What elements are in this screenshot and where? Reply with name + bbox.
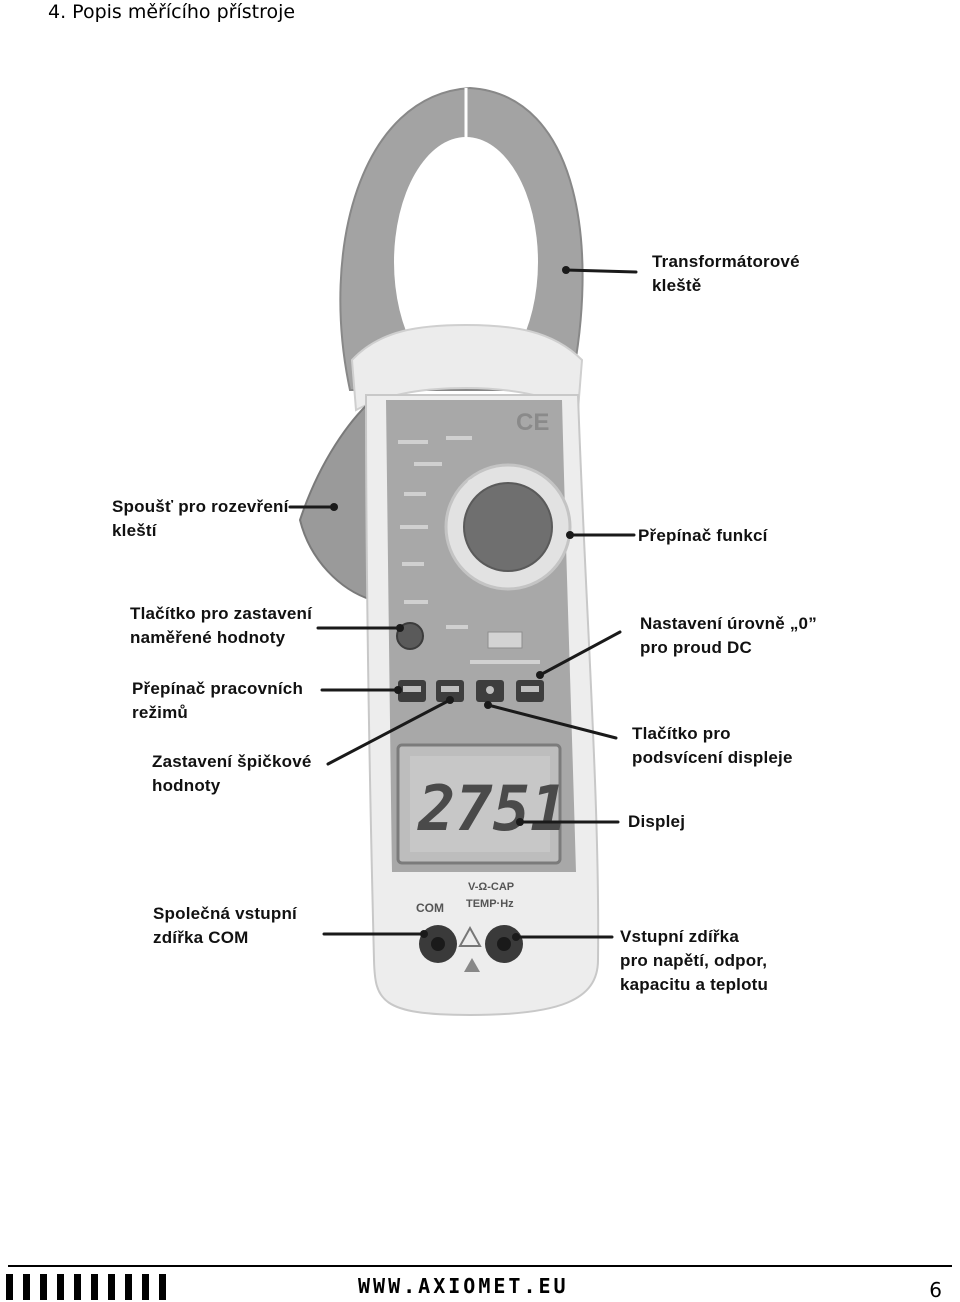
label-mode: Přepínač pracovních režimů [132,679,304,722]
label-input-jack: Vstupní zdířka pro napětí, odpor, kapaci… [620,927,769,994]
label-function-switch: Přepínač funkcí [638,526,768,545]
label-backlight: Tlačítko pro podsvícení displeje [632,724,793,767]
leader-peak [326,698,452,766]
footer-rule [8,1265,952,1267]
label-zero: Nastavení úrovně „0” pro proud DC [640,614,817,657]
footer-barcode-mark [6,1274,166,1300]
label-com-jack: Společná vstupní zdířka COM [153,904,297,947]
page-heading: 4. Popis měřícího přístroje [48,1,296,23]
rotary-switch-knob [463,482,553,572]
trigger [298,397,373,602]
leader-backlight [486,703,618,740]
clamp-meter-illustration: CE 2751 COM V-Ω-CAP TEMP·Hz [288,86,638,1017]
label-trigger: Spoušť pro rozevření kleští [112,497,289,540]
footer-url: WWW.AXIOMET.EU [358,1274,569,1298]
label-clamp: Transformátorové kleště [652,252,800,295]
input-jack-label-2: TEMP·Hz [466,898,514,910]
leader-clamp [564,268,638,274]
svg-text:CE: CE [516,409,549,436]
label-hold: Tlačítko pro zastavení naměřené hodnoty [130,604,313,647]
leader-zero [538,630,622,677]
clamp-opening [394,137,538,387]
label-display: Displej [628,812,686,831]
label-peak: Zastavení špičkové hodnoty [152,752,312,795]
input-jack-label-1: V-Ω-CAP [468,881,514,893]
lcd-reading: 2751 [417,772,567,845]
com-jack-label: COM [416,901,444,915]
page-number: 6 [929,1278,942,1302]
zero-button-plate [487,631,523,649]
